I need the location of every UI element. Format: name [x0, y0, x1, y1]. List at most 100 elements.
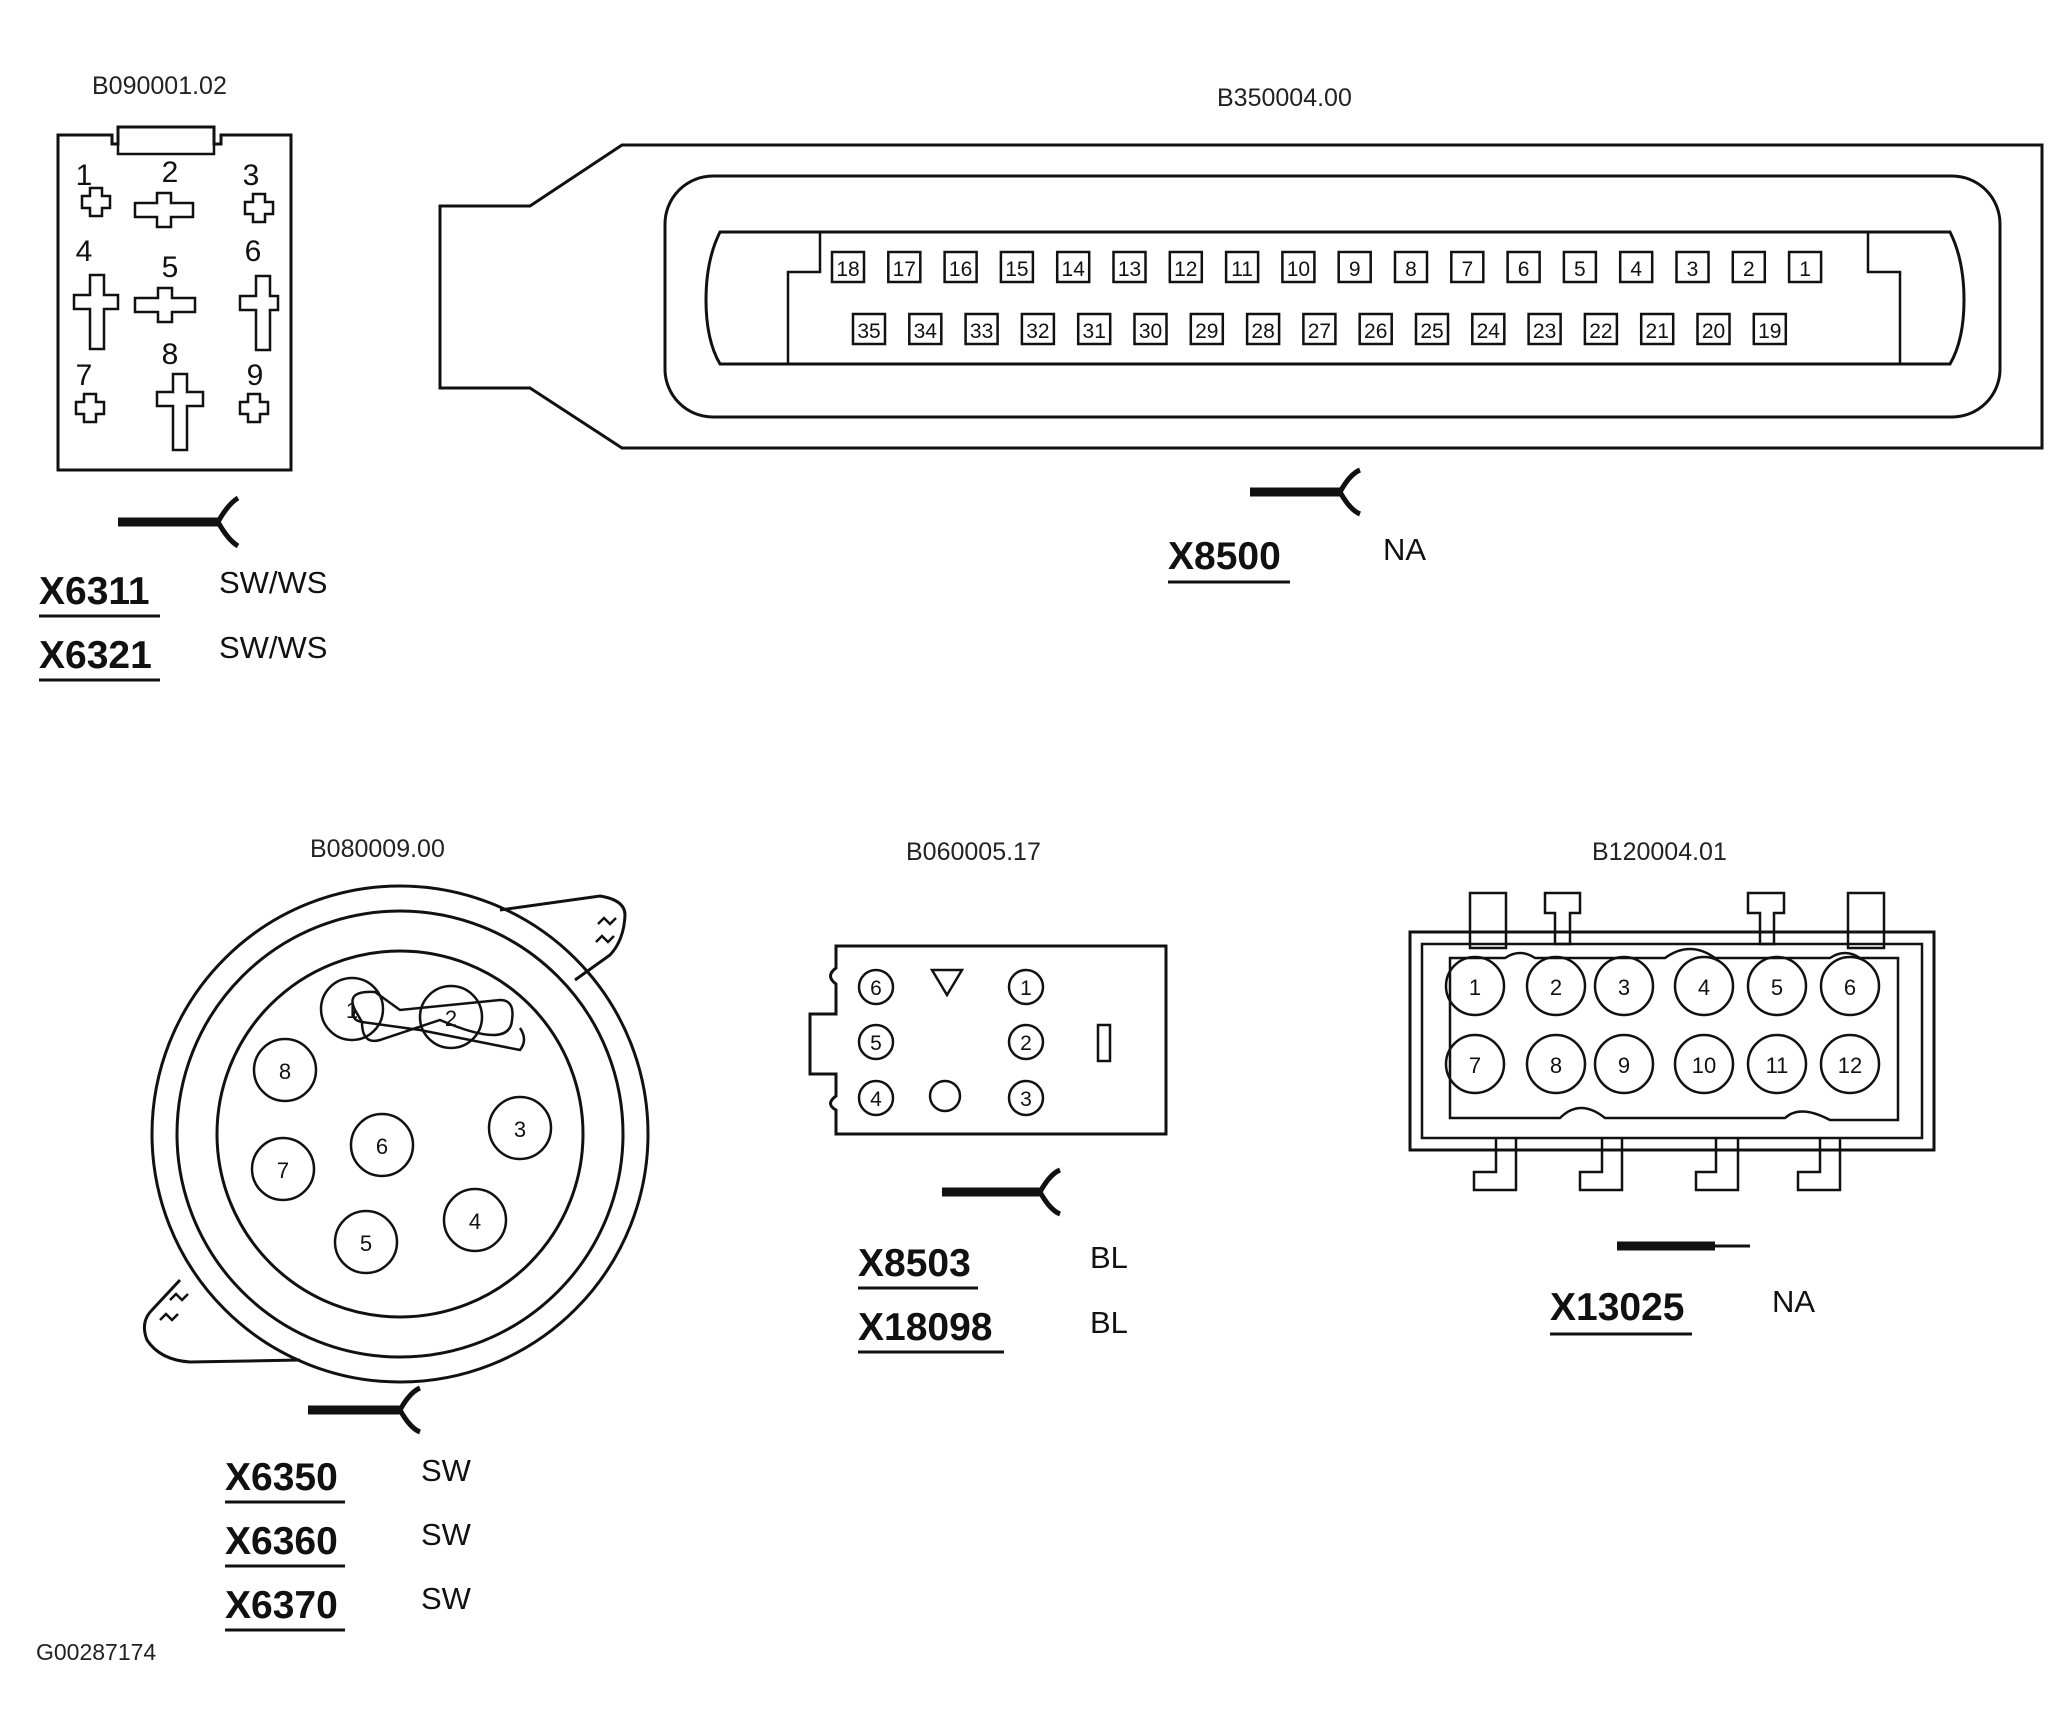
pin-label: 6	[245, 235, 262, 268]
pin-label: 21	[1646, 320, 1669, 343]
connector-9pin: B090001.02 1 2 3 4 5 6 7 8 9 X6311	[39, 72, 328, 682]
pin-cavity	[999, 250, 1035, 284]
pin-label: 1	[1020, 977, 1032, 1000]
pin-label: 8	[162, 338, 179, 371]
pin-cavity	[1525, 955, 1587, 1017]
pin-cavity	[1020, 312, 1056, 346]
connector-id: X6360	[225, 1520, 338, 1563]
pin-cavity	[1527, 312, 1562, 346]
pin-label: 1	[76, 159, 93, 192]
pin-label: 6	[870, 977, 882, 1000]
wire-color: SW	[421, 1453, 472, 1488]
pin-label: 3	[1618, 975, 1630, 1000]
pin-label: 1	[1469, 975, 1481, 1000]
pin-label: 10	[1287, 258, 1310, 281]
pin-label: 25	[1420, 320, 1443, 343]
pin-cavity	[1414, 312, 1450, 346]
pin-label: 14	[1062, 258, 1086, 281]
connector-id: X8500	[1168, 535, 1281, 578]
pin-label: 6	[376, 1134, 388, 1159]
pin-cavity	[1639, 312, 1675, 346]
pin-cavity	[1731, 250, 1767, 284]
figure-id: G00287174	[36, 1639, 156, 1665]
pin-label: 2	[1020, 1032, 1032, 1055]
pin-label: 2	[1550, 975, 1562, 1000]
pin-cavity	[1819, 955, 1881, 1017]
pin-cavity	[1302, 312, 1337, 346]
pin-label: 4	[469, 1209, 481, 1234]
pin-cavity	[1471, 312, 1506, 346]
pin-cavity	[830, 250, 866, 284]
pin-label: 4	[1630, 258, 1642, 281]
connector-8pin-body	[142, 884, 650, 1384]
pin-label: 7	[277, 1158, 289, 1183]
connector-id: X6350	[225, 1456, 338, 1499]
pin-label: 29	[1195, 320, 1218, 343]
connector-6pin-body	[808, 944, 1168, 1136]
pin-cavity	[943, 250, 978, 284]
pin-label: 6	[1844, 975, 1856, 1000]
pin-cavity	[1189, 312, 1225, 346]
wire-color: SW/WS	[219, 565, 328, 600]
pin-label: 20	[1702, 320, 1725, 343]
pin-label: 2	[162, 156, 179, 189]
pin-cavity	[908, 312, 943, 346]
connector-12pin-body	[1408, 891, 1936, 1192]
pin-label: 8	[279, 1059, 291, 1084]
pin-shapes-8pin	[250, 976, 553, 1275]
wire-color: SW	[421, 1517, 472, 1552]
pin-label: 3	[514, 1117, 526, 1142]
pin-label: 4	[1698, 975, 1710, 1000]
pin-label: 22	[1589, 320, 1612, 343]
pin-cavity	[1055, 250, 1091, 284]
pin-label: 33	[970, 320, 993, 343]
wire-color: BL	[1090, 1305, 1128, 1340]
part-number-6pin: B060005.17	[906, 838, 1041, 866]
wire-symbol	[118, 495, 240, 549]
pin-label: 1	[346, 998, 358, 1023]
connector-8pin-round: B080009.00 1 2 3 4 5 6 7 8	[142, 835, 650, 1632]
pin-label: 7	[1461, 258, 1473, 281]
pin-cavity	[1112, 250, 1147, 284]
pin-label: 2	[445, 1006, 457, 1031]
pin-label: 4	[76, 235, 93, 268]
pin-cavity	[851, 312, 887, 346]
part-number-8pin: B080009.00	[310, 835, 445, 863]
pin-label: 12	[1174, 258, 1197, 281]
pin-label: 23	[1533, 320, 1556, 343]
pin-cavity	[1819, 1033, 1881, 1095]
pin-label: 27	[1308, 320, 1331, 343]
pin-shapes-6pin	[857, 968, 1045, 1117]
pin-label: 5	[162, 251, 179, 284]
pin-label: 9	[1349, 258, 1361, 281]
pin-label: 18	[836, 258, 859, 281]
pin-cavity	[1450, 250, 1485, 284]
pin-label: 31	[1083, 320, 1106, 343]
pin-cavity	[1358, 312, 1393, 346]
pin-label: 10	[1692, 1053, 1716, 1078]
pin-label: 5	[360, 1231, 372, 1256]
pin-cavity	[1593, 955, 1655, 1017]
part-number-12pin: B120004.01	[1592, 838, 1727, 866]
pin-cavity	[1787, 250, 1823, 284]
part-number-35pin: B350004.00	[1217, 84, 1352, 112]
wire-symbol	[308, 1385, 422, 1435]
pin-label: 3	[1020, 1088, 1032, 1111]
connector-9pin-body	[56, 125, 293, 472]
connector-id: X6321	[39, 634, 152, 677]
connector-id: X18098	[858, 1306, 992, 1349]
pin-cavity	[1444, 1033, 1506, 1095]
pin-label: 32	[1026, 320, 1049, 343]
pin-cavity	[1337, 250, 1372, 284]
pin-cavity	[1746, 1033, 1808, 1095]
connector-id: X6311	[39, 570, 150, 613]
pin-cavity	[1444, 955, 1506, 1017]
pin-label: 35	[857, 320, 880, 343]
pin-label: 2	[1743, 258, 1755, 281]
pin-label: 17	[893, 258, 916, 281]
pin-cavity	[1168, 250, 1204, 284]
connector-id: X6370	[225, 1584, 338, 1627]
